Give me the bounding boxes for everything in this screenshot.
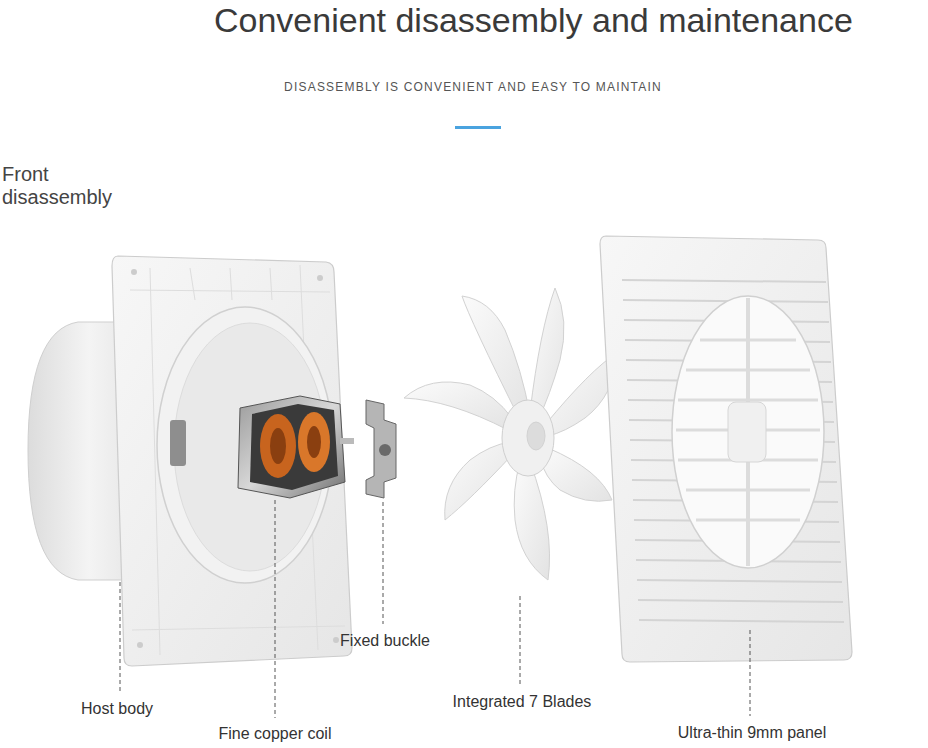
fixed-buckle [366, 400, 396, 498]
part-label: Integrated 7 Blades [453, 693, 592, 711]
host-plate [112, 256, 352, 666]
fan-blades [404, 288, 618, 580]
page-title: Convenient disassembly and maintenance [214, 0, 853, 40]
front-panel [600, 236, 852, 662]
part-label: Ultra-thin 9mm panel [678, 724, 827, 742]
accent-bar [455, 126, 501, 129]
section-label: Front disassembly [2, 163, 142, 209]
host-mount [170, 420, 186, 466]
part-label: Fine copper coil [219, 725, 332, 743]
part-label: Host body [81, 700, 153, 718]
part-label: Fixed buckle [340, 632, 430, 650]
leader-lines [120, 500, 750, 718]
subtitle: DISASSEMBLY IS CONVENIENT AND EASY TO MA… [284, 81, 662, 95]
motor-coil [238, 396, 354, 498]
